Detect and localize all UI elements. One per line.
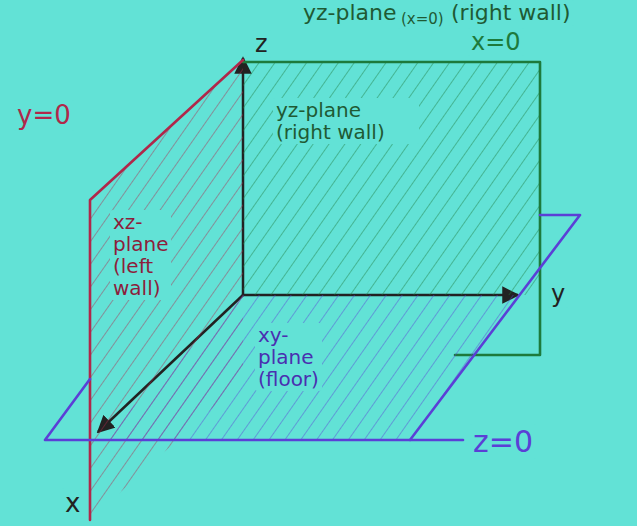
heading-text: (x=0) — [398, 10, 447, 29]
heading-text: yz-plane — [300, 0, 400, 26]
axis-label: y — [548, 280, 568, 308]
equation-label: z=0 — [470, 424, 536, 459]
axis-label: x — [62, 488, 83, 519]
plane-hatching — [243, 62, 540, 295]
plane-label: xz-plane (left wall) — [110, 210, 171, 300]
axis-label: z — [252, 30, 271, 58]
plane-edge — [45, 215, 580, 440]
plane-label: xy-plane (floor) — [255, 323, 322, 391]
plane-edge — [410, 439, 463, 442]
plane-label: yz-plane (right wall) — [273, 98, 419, 144]
plane-edge — [90, 60, 243, 520]
plane-hatching — [90, 60, 243, 520]
plane-hatching — [100, 295, 520, 440]
heading-text: (right wall) — [448, 0, 574, 26]
equation-label: x=0 — [468, 28, 524, 56]
coordinate-plane: xz-plane (left wall) — [90, 60, 243, 520]
equation-label: y=0 — [14, 100, 74, 131]
